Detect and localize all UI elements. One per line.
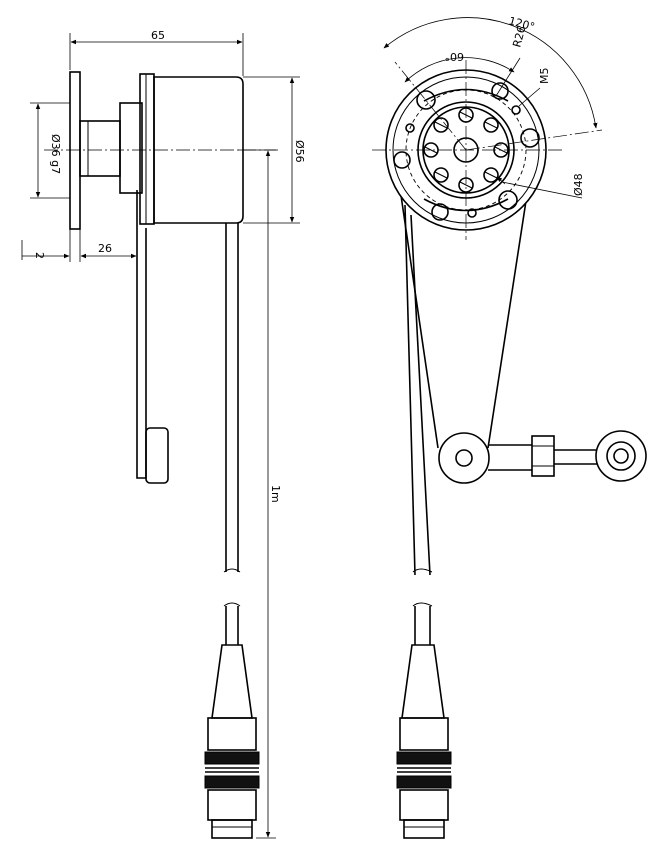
arm-end-block [145, 427, 169, 484]
torque-arm-side [136, 190, 147, 479]
side-view: 65 Ø36 g7 Ø56 2 26 [21, 29, 306, 839]
dim-label-radius: R26 [510, 25, 528, 49]
front-view: 120° 60° R26 M5 Ø48 [372, 14, 647, 839]
dim-cable-length: 1m [238, 149, 282, 839]
cable-connector-front [396, 644, 452, 839]
dim-label-body-dia: Ø56 [293, 140, 306, 163]
dim-body-dia: Ø56 [243, 76, 306, 224]
dim-label-flange-dia: Ø36 g7 [49, 134, 62, 174]
dim-label-angle-60: 60° [445, 50, 465, 63]
dim-angle-60: 60° [404, 50, 515, 83]
arm-boss [438, 432, 490, 484]
dim-radius: R26 [495, 25, 528, 97]
mounting-flange [69, 71, 81, 230]
dim-label-thread: M5 [538, 68, 551, 85]
dim-label-bolt-circle: Ø48 [572, 173, 585, 196]
dim-label-65: 65 [151, 29, 165, 42]
rod-end-assembly [488, 430, 647, 482]
dim-thread: M5 [518, 68, 551, 107]
dim-offsets: 2 26 [21, 229, 138, 262]
dim-label-cable-length: 1m [269, 485, 282, 503]
cable-connector [204, 644, 260, 839]
dim-65: 65 [69, 29, 244, 76]
dim-label-offset-2: 2 [33, 252, 46, 259]
encoder-body [153, 76, 244, 224]
dim-flange-dia: Ø36 g7 [30, 102, 70, 199]
dim-bolt-circle: Ø48 [496, 173, 585, 199]
pilot-shaft [79, 120, 121, 177]
dim-label-offset-26: 26 [98, 242, 112, 255]
hub [119, 102, 143, 194]
